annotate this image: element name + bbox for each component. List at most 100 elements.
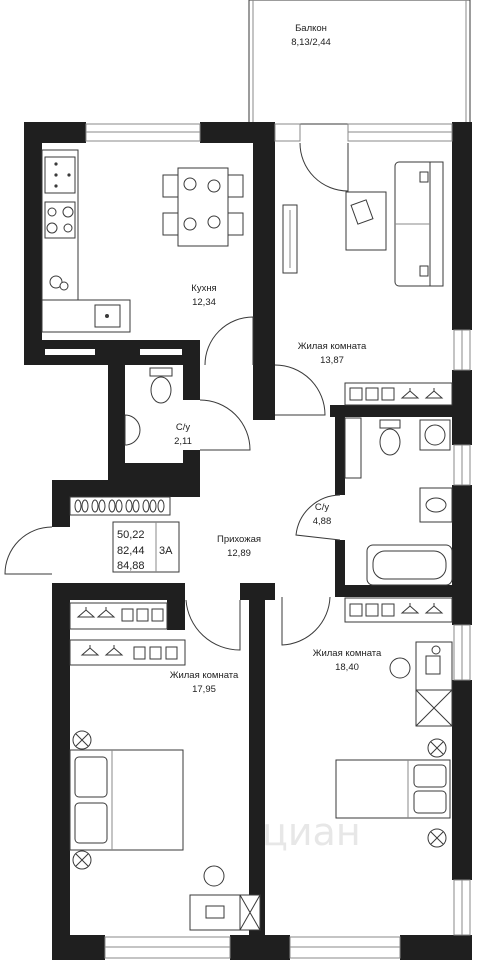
shoe-icon [157, 499, 165, 513]
toilet-tank [379, 419, 401, 429]
oven-knob [67, 173, 71, 177]
box-icon [149, 646, 162, 660]
shoe-icon [108, 499, 116, 513]
living-top-furniture [282, 161, 453, 406]
door-living-top [274, 364, 326, 416]
living-left-area: 17,95 [192, 684, 216, 695]
shoe-icon [125, 499, 133, 513]
plate [207, 215, 221, 229]
wc-large-label: С/у [315, 502, 330, 513]
hanger-icon [424, 603, 444, 614]
windows [85, 123, 471, 959]
hanger-icon [400, 388, 420, 399]
box-icon [121, 608, 134, 622]
wall-bedroom-left [52, 585, 70, 960]
burner [47, 207, 57, 217]
toilet-icon [379, 428, 401, 456]
cushion [419, 265, 429, 277]
wall-right-1 [452, 122, 472, 330]
balcony [248, 0, 471, 125]
shoe-icon [142, 499, 150, 513]
walls [24, 122, 472, 960]
living-top-label: Жилая комната [298, 341, 367, 352]
balcony-outline [248, 0, 471, 125]
wc-small-label: С/у [176, 422, 191, 433]
summary-frame [112, 521, 180, 573]
pillow [413, 790, 447, 814]
living-left-label: Жилая комната [170, 670, 239, 681]
shoe-icon [74, 499, 82, 513]
shoe-icon [98, 499, 106, 513]
sink-drain [105, 314, 109, 318]
chair-icon [389, 657, 411, 679]
magazine-icon [350, 199, 374, 225]
laptop-icon [205, 905, 225, 919]
door-entrance [4, 526, 53, 575]
box-icon [365, 603, 379, 617]
pillow [413, 764, 447, 788]
wardrobe [344, 597, 453, 623]
cabinet [344, 417, 362, 479]
plate [183, 217, 197, 231]
wall-bedroom-top [52, 583, 167, 600]
burner [46, 222, 58, 234]
wall-bottom-3 [400, 935, 472, 960]
summary-value-1: 50,22 [117, 529, 145, 541]
wall-wc-left [108, 340, 125, 480]
box-icon [136, 608, 149, 622]
sink-icon [425, 497, 447, 513]
wall-bottom-1 [52, 935, 105, 960]
laptop-icon [425, 655, 441, 675]
cushion [419, 171, 429, 183]
balcony-label: Балкон [295, 23, 327, 34]
cabinet-cross [239, 894, 261, 931]
plate [207, 179, 221, 193]
chair-icon [203, 865, 225, 887]
balcony-area: 8,13/2,44 [291, 37, 331, 48]
hallway-label: Прихожая [217, 534, 261, 545]
burner [62, 206, 74, 218]
living-right-label: Жилая комната [313, 648, 382, 659]
hanger-icon [80, 645, 100, 656]
living-right-area: 18,40 [335, 662, 359, 673]
hanger-icon [76, 607, 96, 618]
kitchen-label: Кухня [191, 283, 216, 294]
box-icon [349, 603, 363, 617]
wall-slit [140, 349, 182, 355]
wall-left-kitchen [24, 122, 42, 365]
washer-icon [59, 281, 69, 291]
wall-bath-bottom [335, 585, 455, 597]
kitchen-area: 12,34 [192, 297, 216, 308]
wall-bottom-2 [230, 935, 290, 960]
wall-bedroom-divider [249, 583, 265, 935]
hanger-icon [400, 603, 420, 614]
oven-knob [54, 184, 58, 188]
wall-right-4 [452, 680, 472, 880]
oven-knob [54, 173, 58, 177]
wc-large-area: 4,88 [313, 516, 332, 527]
wall-right-2 [452, 370, 472, 445]
burner [63, 223, 73, 233]
pillow [74, 802, 108, 844]
box-icon [365, 387, 379, 401]
door-balcony [299, 142, 349, 192]
door-kitchen [204, 316, 254, 366]
wall-right-3 [452, 485, 472, 625]
hanger-icon [424, 388, 444, 399]
doors [4, 142, 349, 651]
summary-value-2: 82,44 [117, 545, 145, 557]
wall-wc-right-lower [183, 450, 200, 480]
living-top-area: 13,87 [320, 355, 344, 366]
shoe-icon [149, 499, 157, 513]
box-icon [151, 608, 164, 622]
lamp-cross [75, 733, 89, 747]
desk-lamp-icon [431, 645, 441, 655]
window-living-left [274, 123, 301, 142]
plate [183, 177, 197, 191]
wall-closet-pillar [167, 583, 185, 630]
box-icon [381, 603, 395, 617]
sofa-back [429, 161, 444, 287]
box-icon [381, 387, 395, 401]
wall-bath-left-upper [335, 405, 345, 495]
